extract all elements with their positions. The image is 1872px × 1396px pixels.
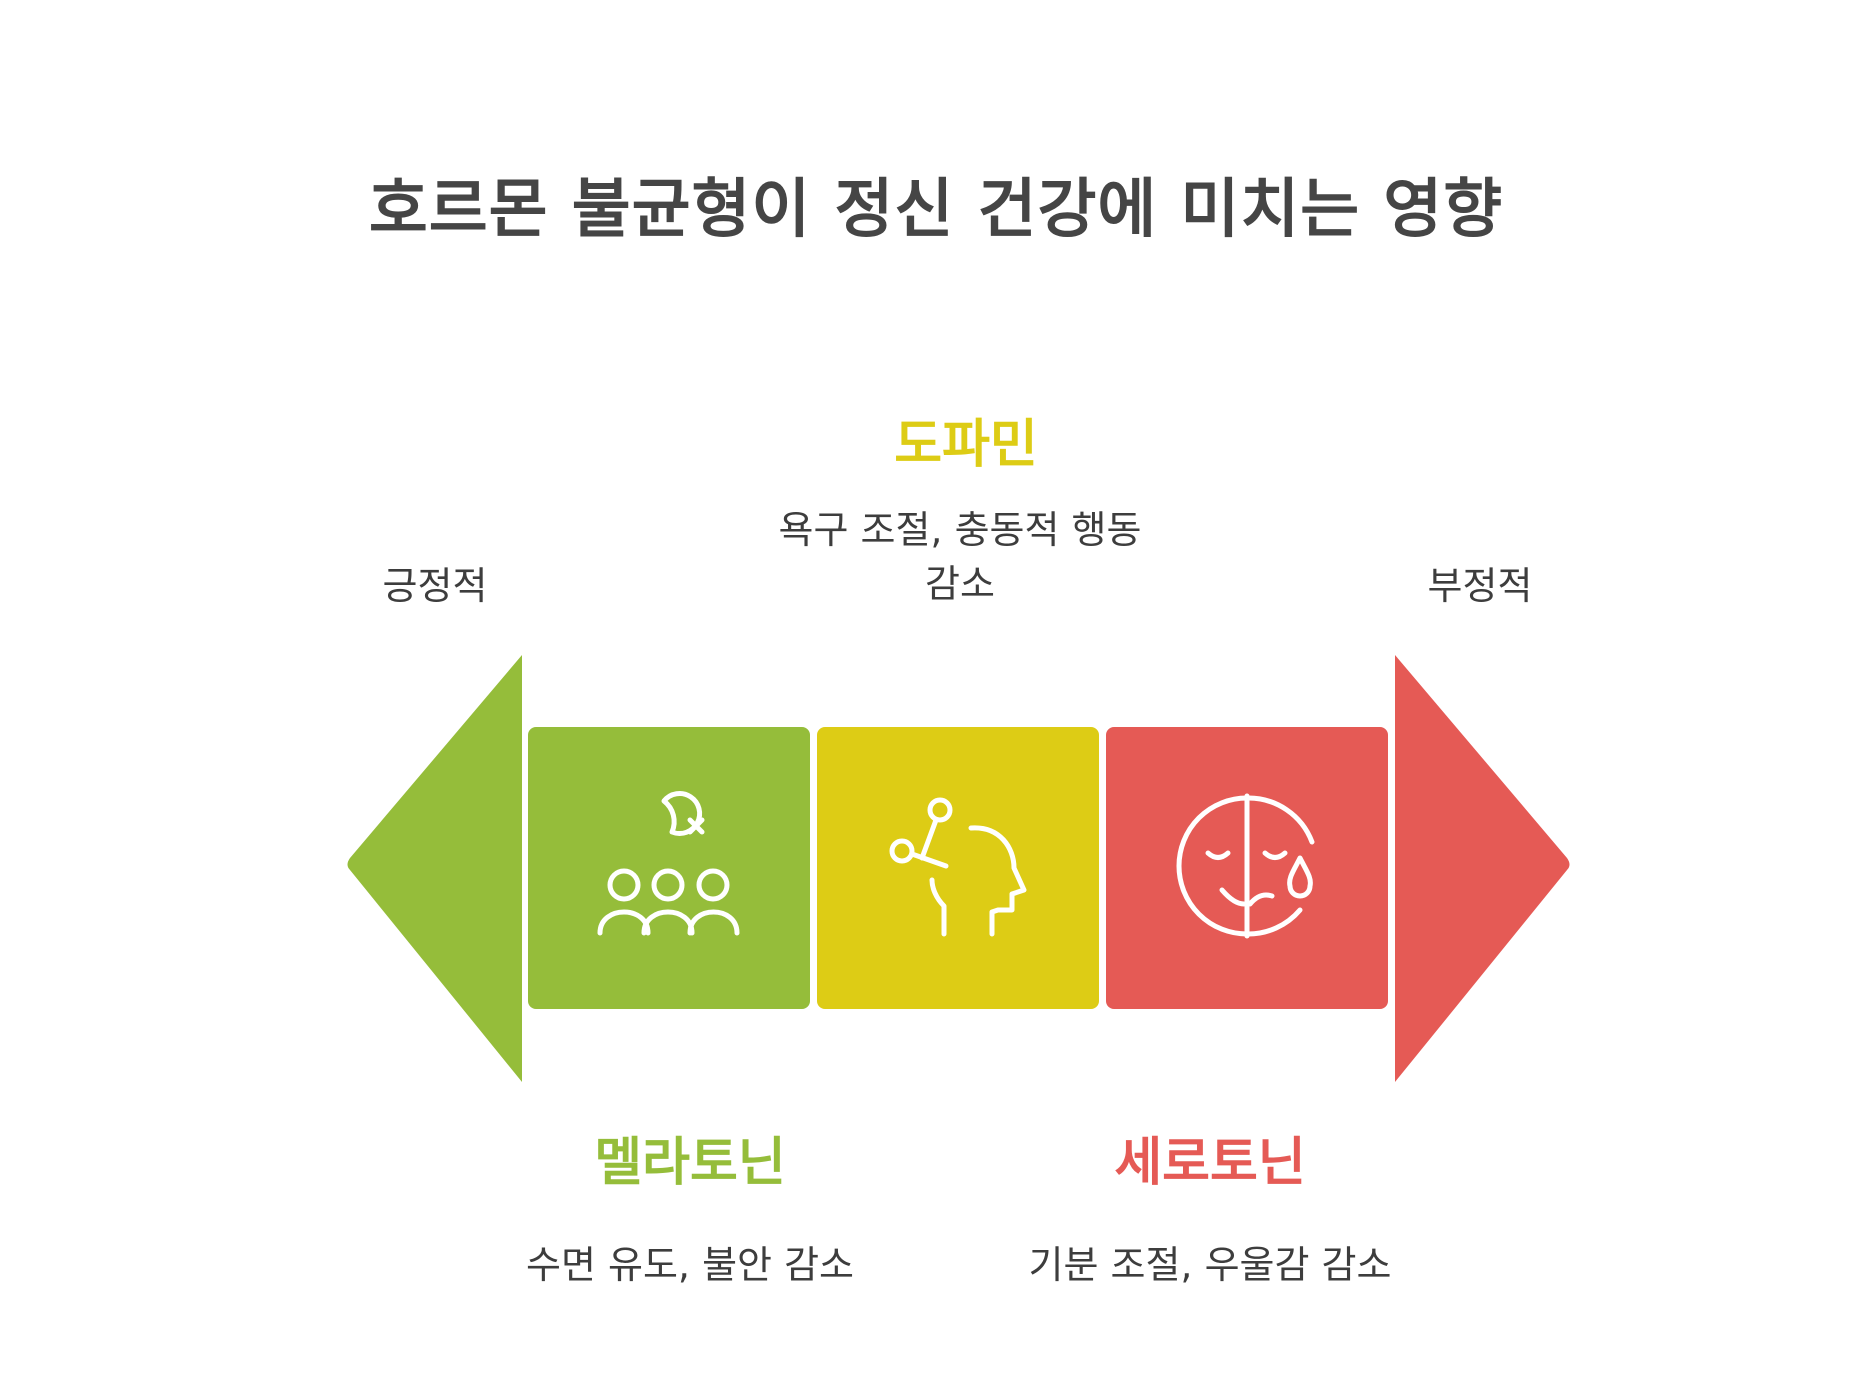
sad-tear-face-icon (1176, 793, 1315, 939)
negative-pole-label: 부정적 (1427, 564, 1533, 608)
serotonin-name: 세로토닌 (1114, 1133, 1306, 1193)
serotonin-description: 기분 조절, 우울감 감소 (1028, 1243, 1392, 1287)
dopamine-segment (817, 727, 1099, 1009)
dopamine-description-line-2: 감소 (925, 562, 995, 606)
melatonin-description: 수면 유도, 불안 감소 (526, 1243, 854, 1287)
left-arrow-head (347, 655, 522, 1082)
dopamine-name: 도파민 (894, 415, 1038, 475)
dopamine-description-line-1: 욕구 조절, 충동적 행동 (778, 508, 1142, 552)
page-title: 호르몬 불균형이 정신 건강에 미치는 영향 (368, 173, 1504, 247)
melatonin-name: 멜라토닌 (594, 1133, 786, 1193)
dopamine-description: 욕구 조절, 충동적 행동 감소 (680, 503, 1240, 611)
positive-pole-label: 긍정적 (382, 564, 488, 608)
right-arrow-head (1395, 655, 1570, 1082)
melatonin-segment (528, 727, 810, 1009)
sleep-moon-group-icon (597, 791, 740, 936)
head-brain-nodes-icon (889, 797, 1027, 937)
